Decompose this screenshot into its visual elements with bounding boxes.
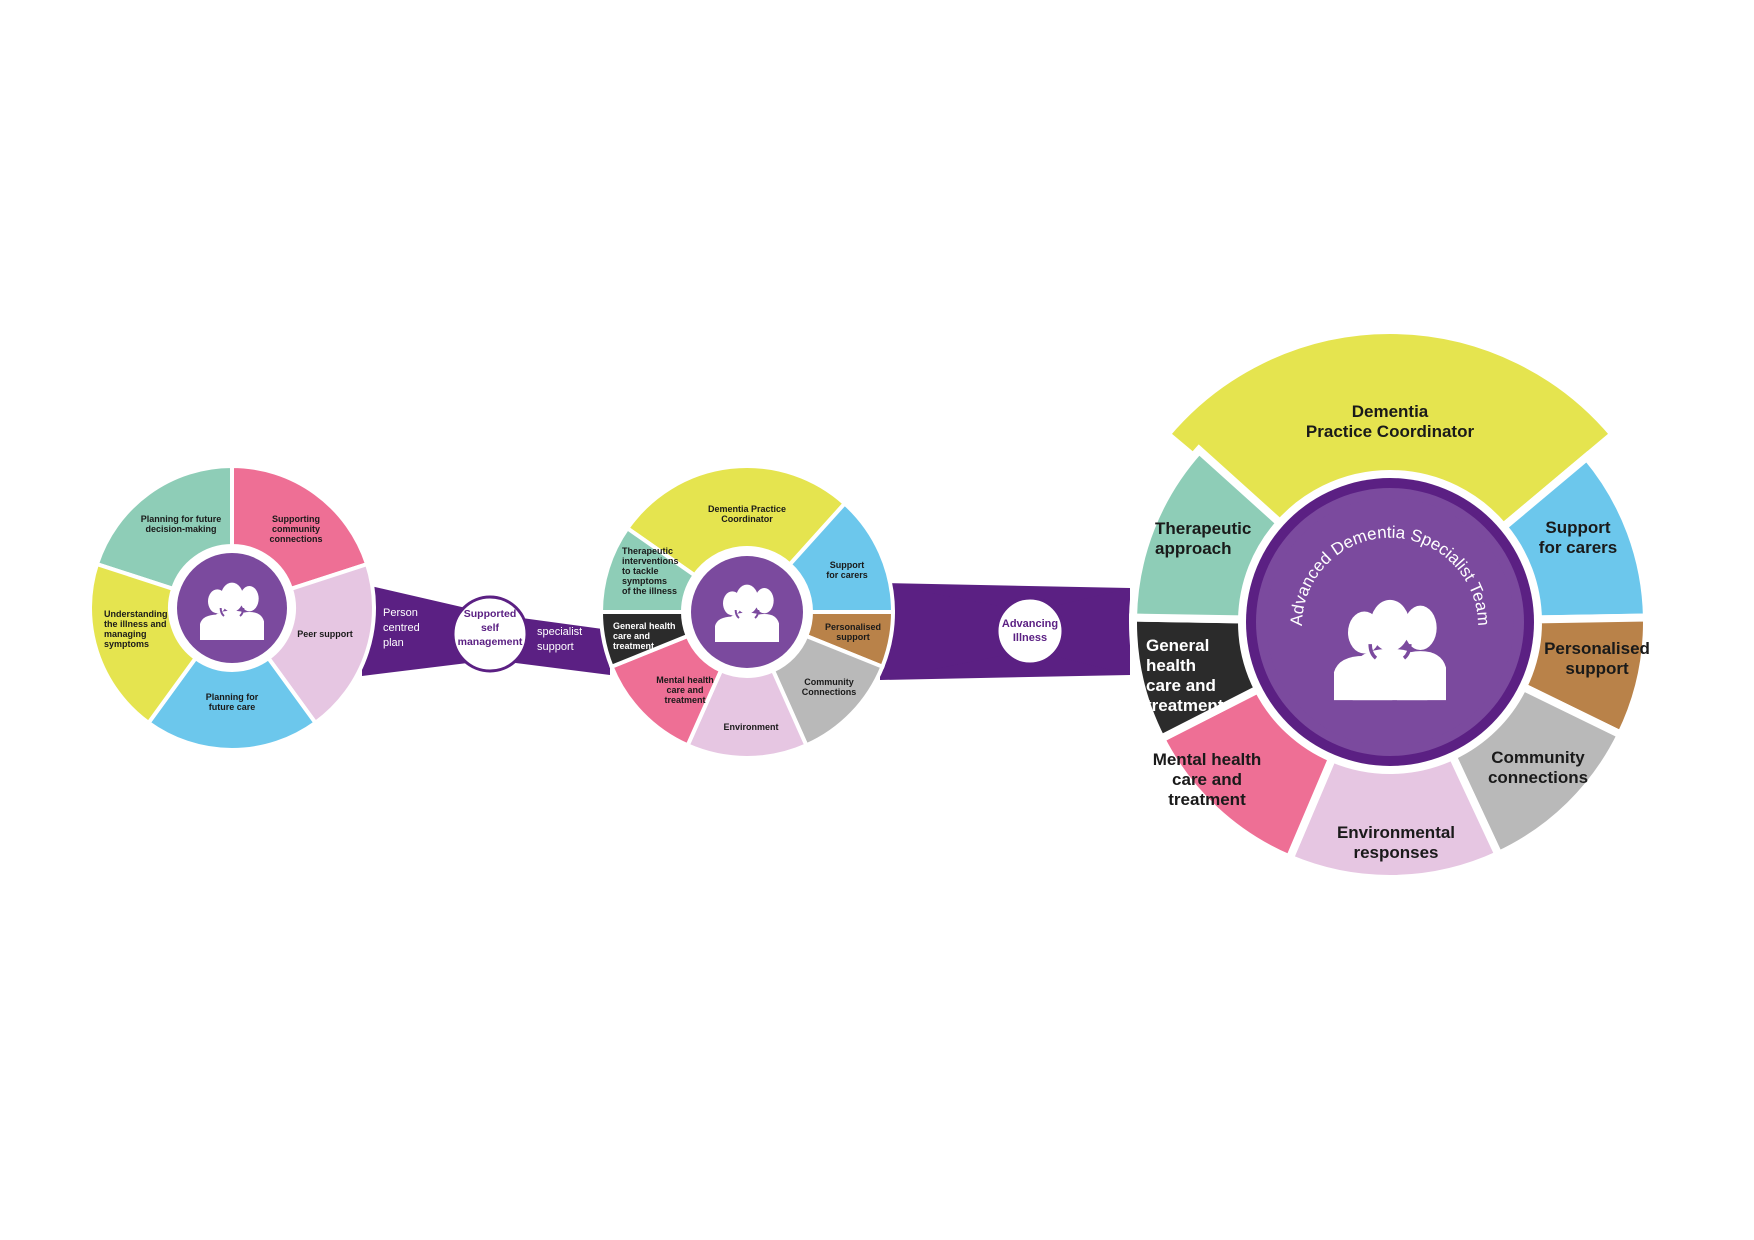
segment-label-environment: Environment [723, 722, 778, 732]
segment-supporting-community-connections [230, 463, 370, 592]
supported-self-management-badge [451, 595, 529, 673]
segment-label-peer-support: Peer support [297, 629, 353, 639]
segment-dementia-practice-coordinator [624, 464, 848, 579]
segment-planning-for-future-care [145, 655, 319, 752]
advancing-illness-badge [995, 596, 1065, 666]
segment-peer-support [265, 561, 376, 726]
